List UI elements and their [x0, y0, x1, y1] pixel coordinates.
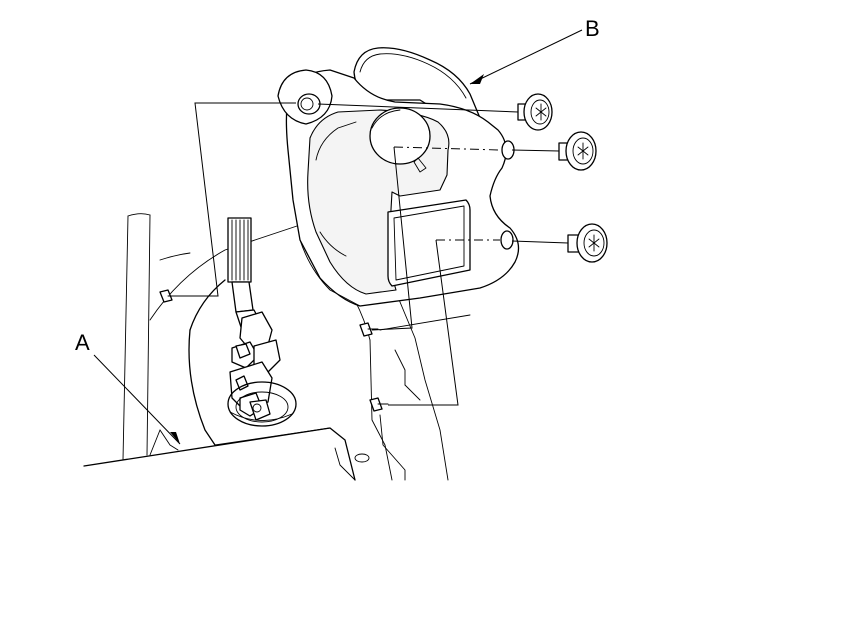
- universal-joint: [229, 311, 281, 421]
- assembly-lines: [178, 102, 569, 406]
- mount-bolt-center: [359, 322, 379, 337]
- cover-b: [277, 47, 520, 307]
- callout-a: A: [75, 330, 181, 445]
- bolt-top: [517, 93, 553, 131]
- callout-label-a: A: [75, 330, 90, 355]
- bolt-middle: [558, 131, 597, 171]
- callout-label-b: B: [585, 16, 600, 41]
- callout-b: B: [469, 16, 600, 85]
- bolt-bottom: [567, 223, 608, 263]
- mount-bolt-lower: [369, 397, 389, 412]
- mount-bolt-left: [159, 289, 179, 303]
- floor-grommet: [227, 381, 297, 427]
